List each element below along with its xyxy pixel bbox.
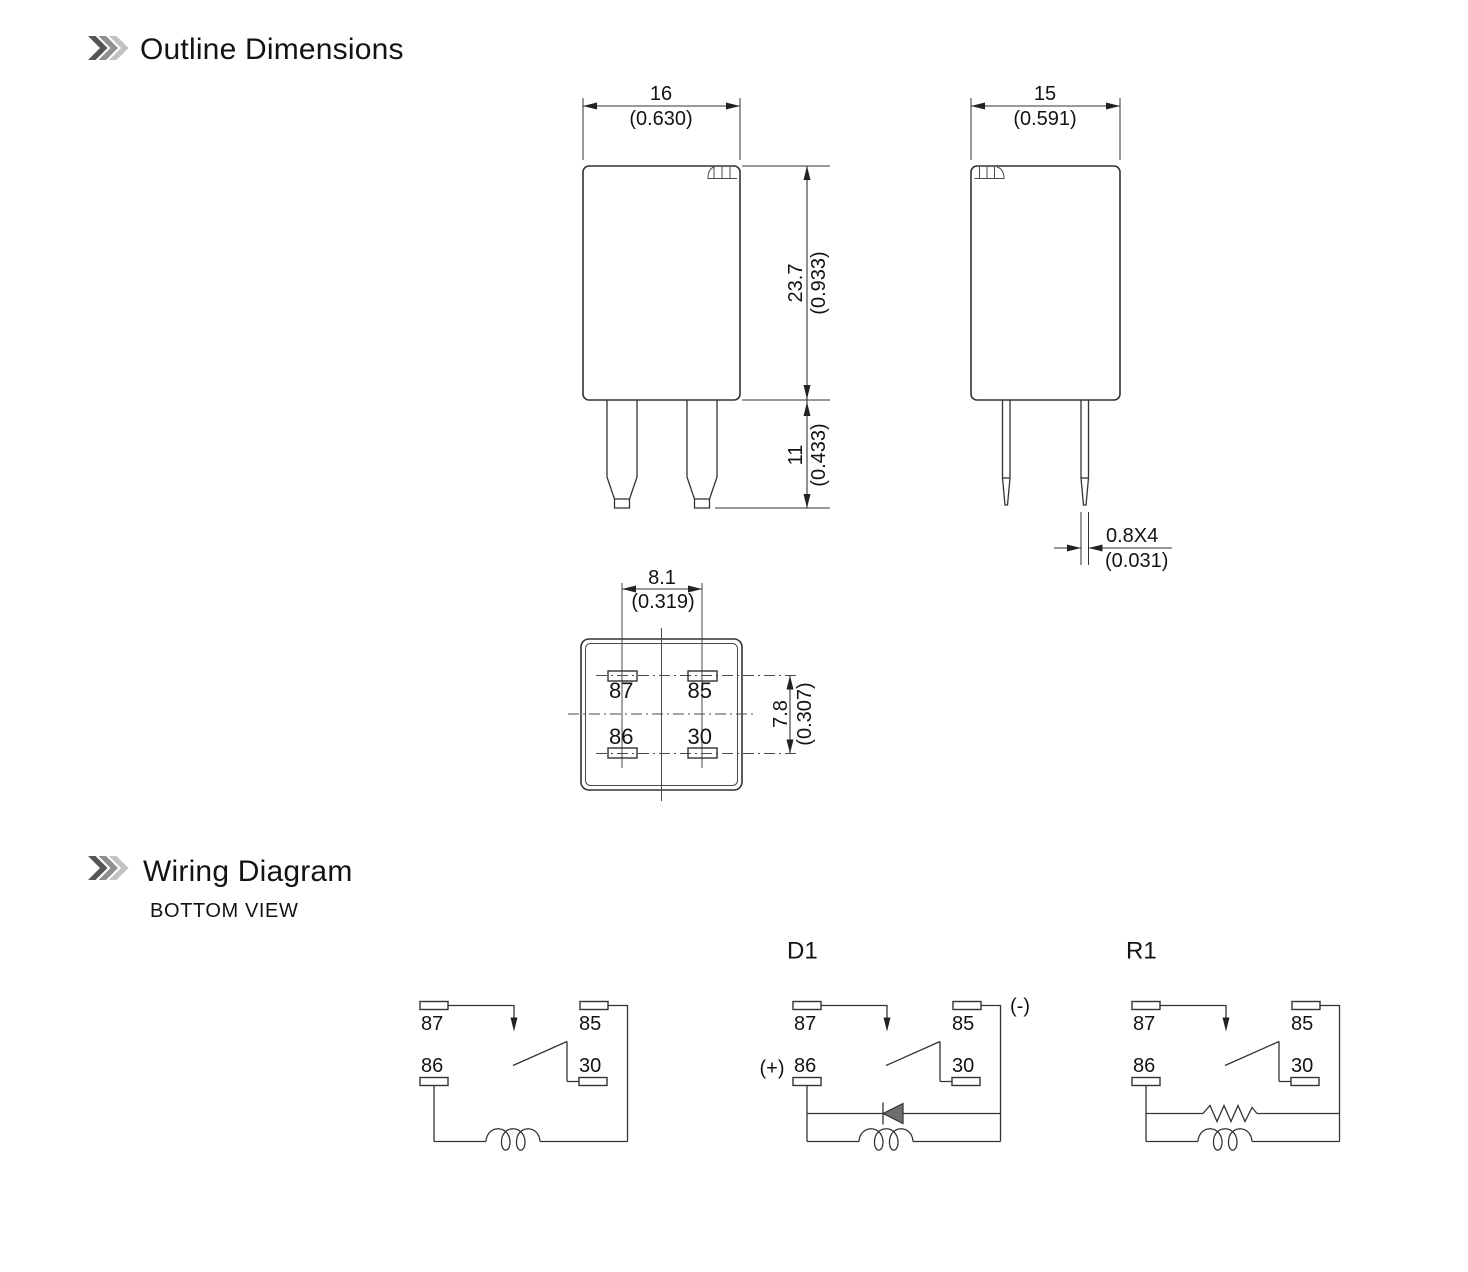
triple-chevron-icon xyxy=(88,856,129,880)
wiring-diagram-standard: 87 85 86 30 xyxy=(419,1000,629,1151)
wiring-diagram-r1: R1 87 85 86 30 xyxy=(1126,938,1341,1151)
bottom-view-label: BOTTOM VIEW xyxy=(150,900,299,922)
pin-label-87: 87 xyxy=(609,678,633,703)
diode-symbol xyxy=(881,1102,904,1125)
pitch-x-mm: 8.1 xyxy=(648,567,676,589)
label-30: 30 xyxy=(579,1055,601,1077)
pin-label-86: 86 xyxy=(609,724,633,749)
label-30: 30 xyxy=(952,1055,974,1077)
side-width-dimension: 15 (0.591) xyxy=(970,83,1121,160)
relay-body-front xyxy=(582,165,741,401)
pin-slot-87 xyxy=(607,670,638,682)
vent-notch xyxy=(974,166,1005,179)
label-85: 85 xyxy=(952,1013,974,1035)
front-pin-length-dimension: 11 (0.433) xyxy=(715,400,830,509)
terminal-87 xyxy=(792,1000,822,1011)
bottom-view: 87 85 86 30 xyxy=(568,583,798,801)
relay-body-side xyxy=(970,165,1121,401)
coil xyxy=(1197,1128,1253,1151)
pin-slot-85 xyxy=(687,670,718,682)
thin-pin-left xyxy=(1001,400,1011,506)
label-87: 87 xyxy=(794,1013,816,1035)
wiring-diagram-d1: D1 87 85 86 30 (+) (-) xyxy=(760,938,1030,1151)
switch-contact xyxy=(1224,1040,1291,1083)
diagram-title-r1: R1 xyxy=(1126,938,1157,965)
front-height-dimension: 23.7 (0.933) xyxy=(742,165,830,401)
front-view xyxy=(582,165,741,509)
coil xyxy=(858,1128,914,1151)
blade-pin-left xyxy=(606,400,638,509)
outline-dimensions-title: Outline Dimensions xyxy=(140,33,404,66)
front-height-mm: 23.7 xyxy=(785,264,807,303)
terminal-87 xyxy=(1131,1000,1161,1011)
wiring-diagram-title: Wiring Diagram xyxy=(143,855,353,888)
contact-arrow xyxy=(883,1017,891,1032)
bottom-pitch-x-dimension: 8.1 (0.319) xyxy=(622,567,702,613)
contact-arrow xyxy=(510,1017,518,1032)
terminal-85 xyxy=(952,1000,982,1011)
terminal-85 xyxy=(579,1000,609,1011)
blade-pin-right xyxy=(686,400,718,509)
side-width-mm: 15 xyxy=(1034,83,1056,105)
terminal-86 xyxy=(792,1076,822,1087)
thin-pin-right xyxy=(1080,400,1090,506)
terminal-87 xyxy=(419,1000,449,1011)
label-85: 85 xyxy=(1291,1013,1313,1035)
front-width-mm: 16 xyxy=(650,83,672,105)
terminal-30 xyxy=(951,1076,981,1087)
polarity-plus: (+) xyxy=(760,1058,785,1080)
label-86: 86 xyxy=(794,1055,816,1077)
pitch-y-in: (0.307) xyxy=(794,682,816,745)
terminal-85 xyxy=(1291,1000,1321,1011)
pin-section-in: (0.031) xyxy=(1105,550,1168,572)
triple-chevron-icon xyxy=(88,36,129,60)
coil xyxy=(485,1128,541,1151)
pin-section-dimension: 0.8X4 (0.031) xyxy=(1054,512,1172,572)
side-view xyxy=(970,165,1121,506)
pin-label-85: 85 xyxy=(688,678,712,703)
label-87: 87 xyxy=(421,1013,443,1035)
label-87: 87 xyxy=(1133,1013,1155,1035)
diagram-title-d1: D1 xyxy=(787,938,818,965)
label-85: 85 xyxy=(579,1013,601,1035)
pin-slot-86 xyxy=(607,747,638,759)
polarity-minus: (-) xyxy=(1010,996,1030,1018)
pin-section-mm: 0.8X4 xyxy=(1106,525,1158,547)
contact-arrow xyxy=(1222,1017,1230,1032)
vent-notch xyxy=(707,166,737,179)
pitch-y-mm: 7.8 xyxy=(770,700,792,728)
switch-contact xyxy=(885,1040,952,1083)
front-height-in: (0.933) xyxy=(808,251,830,314)
label-86: 86 xyxy=(1133,1055,1155,1077)
pin-length-mm: 11 xyxy=(785,445,807,466)
terminal-30 xyxy=(578,1076,608,1087)
label-86: 86 xyxy=(421,1055,443,1077)
front-width-in: (0.630) xyxy=(629,108,692,130)
resistor-symbol xyxy=(1202,1103,1258,1124)
pin-label-30: 30 xyxy=(688,724,712,749)
terminal-30 xyxy=(1290,1076,1320,1087)
terminal-86 xyxy=(1131,1076,1161,1087)
pin-slot-30 xyxy=(687,747,718,759)
front-width-dimension: 16 (0.630) xyxy=(582,83,741,160)
bottom-pitch-y-dimension: 7.8 (0.307) xyxy=(770,675,816,754)
terminal-86 xyxy=(419,1076,449,1087)
pitch-x-in: (0.319) xyxy=(631,591,694,613)
label-30: 30 xyxy=(1291,1055,1313,1077)
switch-contact xyxy=(512,1040,579,1083)
side-width-in: (0.591) xyxy=(1013,108,1076,130)
pin-length-in: (0.433) xyxy=(808,423,830,486)
